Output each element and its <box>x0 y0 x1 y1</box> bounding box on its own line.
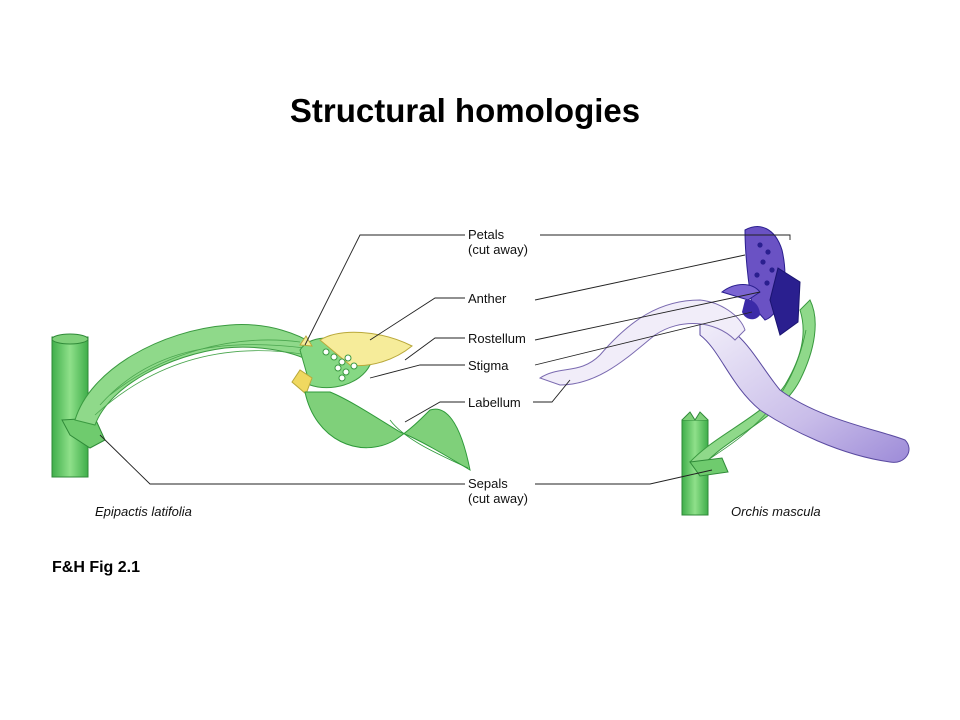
epipactis-labellum <box>304 391 471 472</box>
species-label-left: Epipactis latifolia <box>95 504 192 519</box>
orchis-lip <box>538 299 746 386</box>
label-rostellum: Rostellum <box>468 331 526 346</box>
orchis-labellum <box>699 319 910 463</box>
rostellum-leader-left <box>404 337 465 361</box>
anther-leader-right <box>534 254 746 301</box>
label-sepals: Sepals(cut away) <box>468 476 528 506</box>
orchis-stigma <box>742 299 760 320</box>
labellum-leader-left <box>404 401 465 423</box>
epipactis-petal-cut <box>291 369 313 395</box>
orchis-stem-top <box>681 411 709 421</box>
epipactis-flower <box>51 324 471 478</box>
rostellum-leader-right <box>534 291 761 341</box>
label-petals: Petals(cut away) <box>468 227 528 257</box>
orchis-ovary <box>689 299 816 471</box>
leader-lines <box>99 234 791 485</box>
label-anther: Anther <box>468 291 507 306</box>
page-title: Structural homologies <box>289 92 641 129</box>
epipactis-anther <box>319 331 413 367</box>
sepals-leader-left <box>99 434 465 485</box>
label-stigma: Stigma <box>468 358 509 373</box>
orchis-sepal-cut <box>689 457 729 477</box>
epipactis-ovary <box>74 324 316 426</box>
sepals-leader-right <box>535 469 713 485</box>
petals-leader-right <box>540 234 791 240</box>
figure-reference: F&H Fig 2.1 <box>52 559 141 576</box>
epipactis-stem-top <box>51 333 89 345</box>
stigma-leader-right <box>534 311 753 366</box>
anther-leader-left <box>369 297 465 341</box>
label-labellum: Labellum <box>468 395 521 410</box>
species-label-right: Orchis mascula <box>731 504 821 519</box>
orchis-rostellum <box>769 267 801 336</box>
orchis-flower <box>538 226 910 516</box>
petals-leader-left <box>304 234 465 346</box>
stigma-leader-left <box>369 364 465 379</box>
labellum-leader-right <box>533 379 571 403</box>
